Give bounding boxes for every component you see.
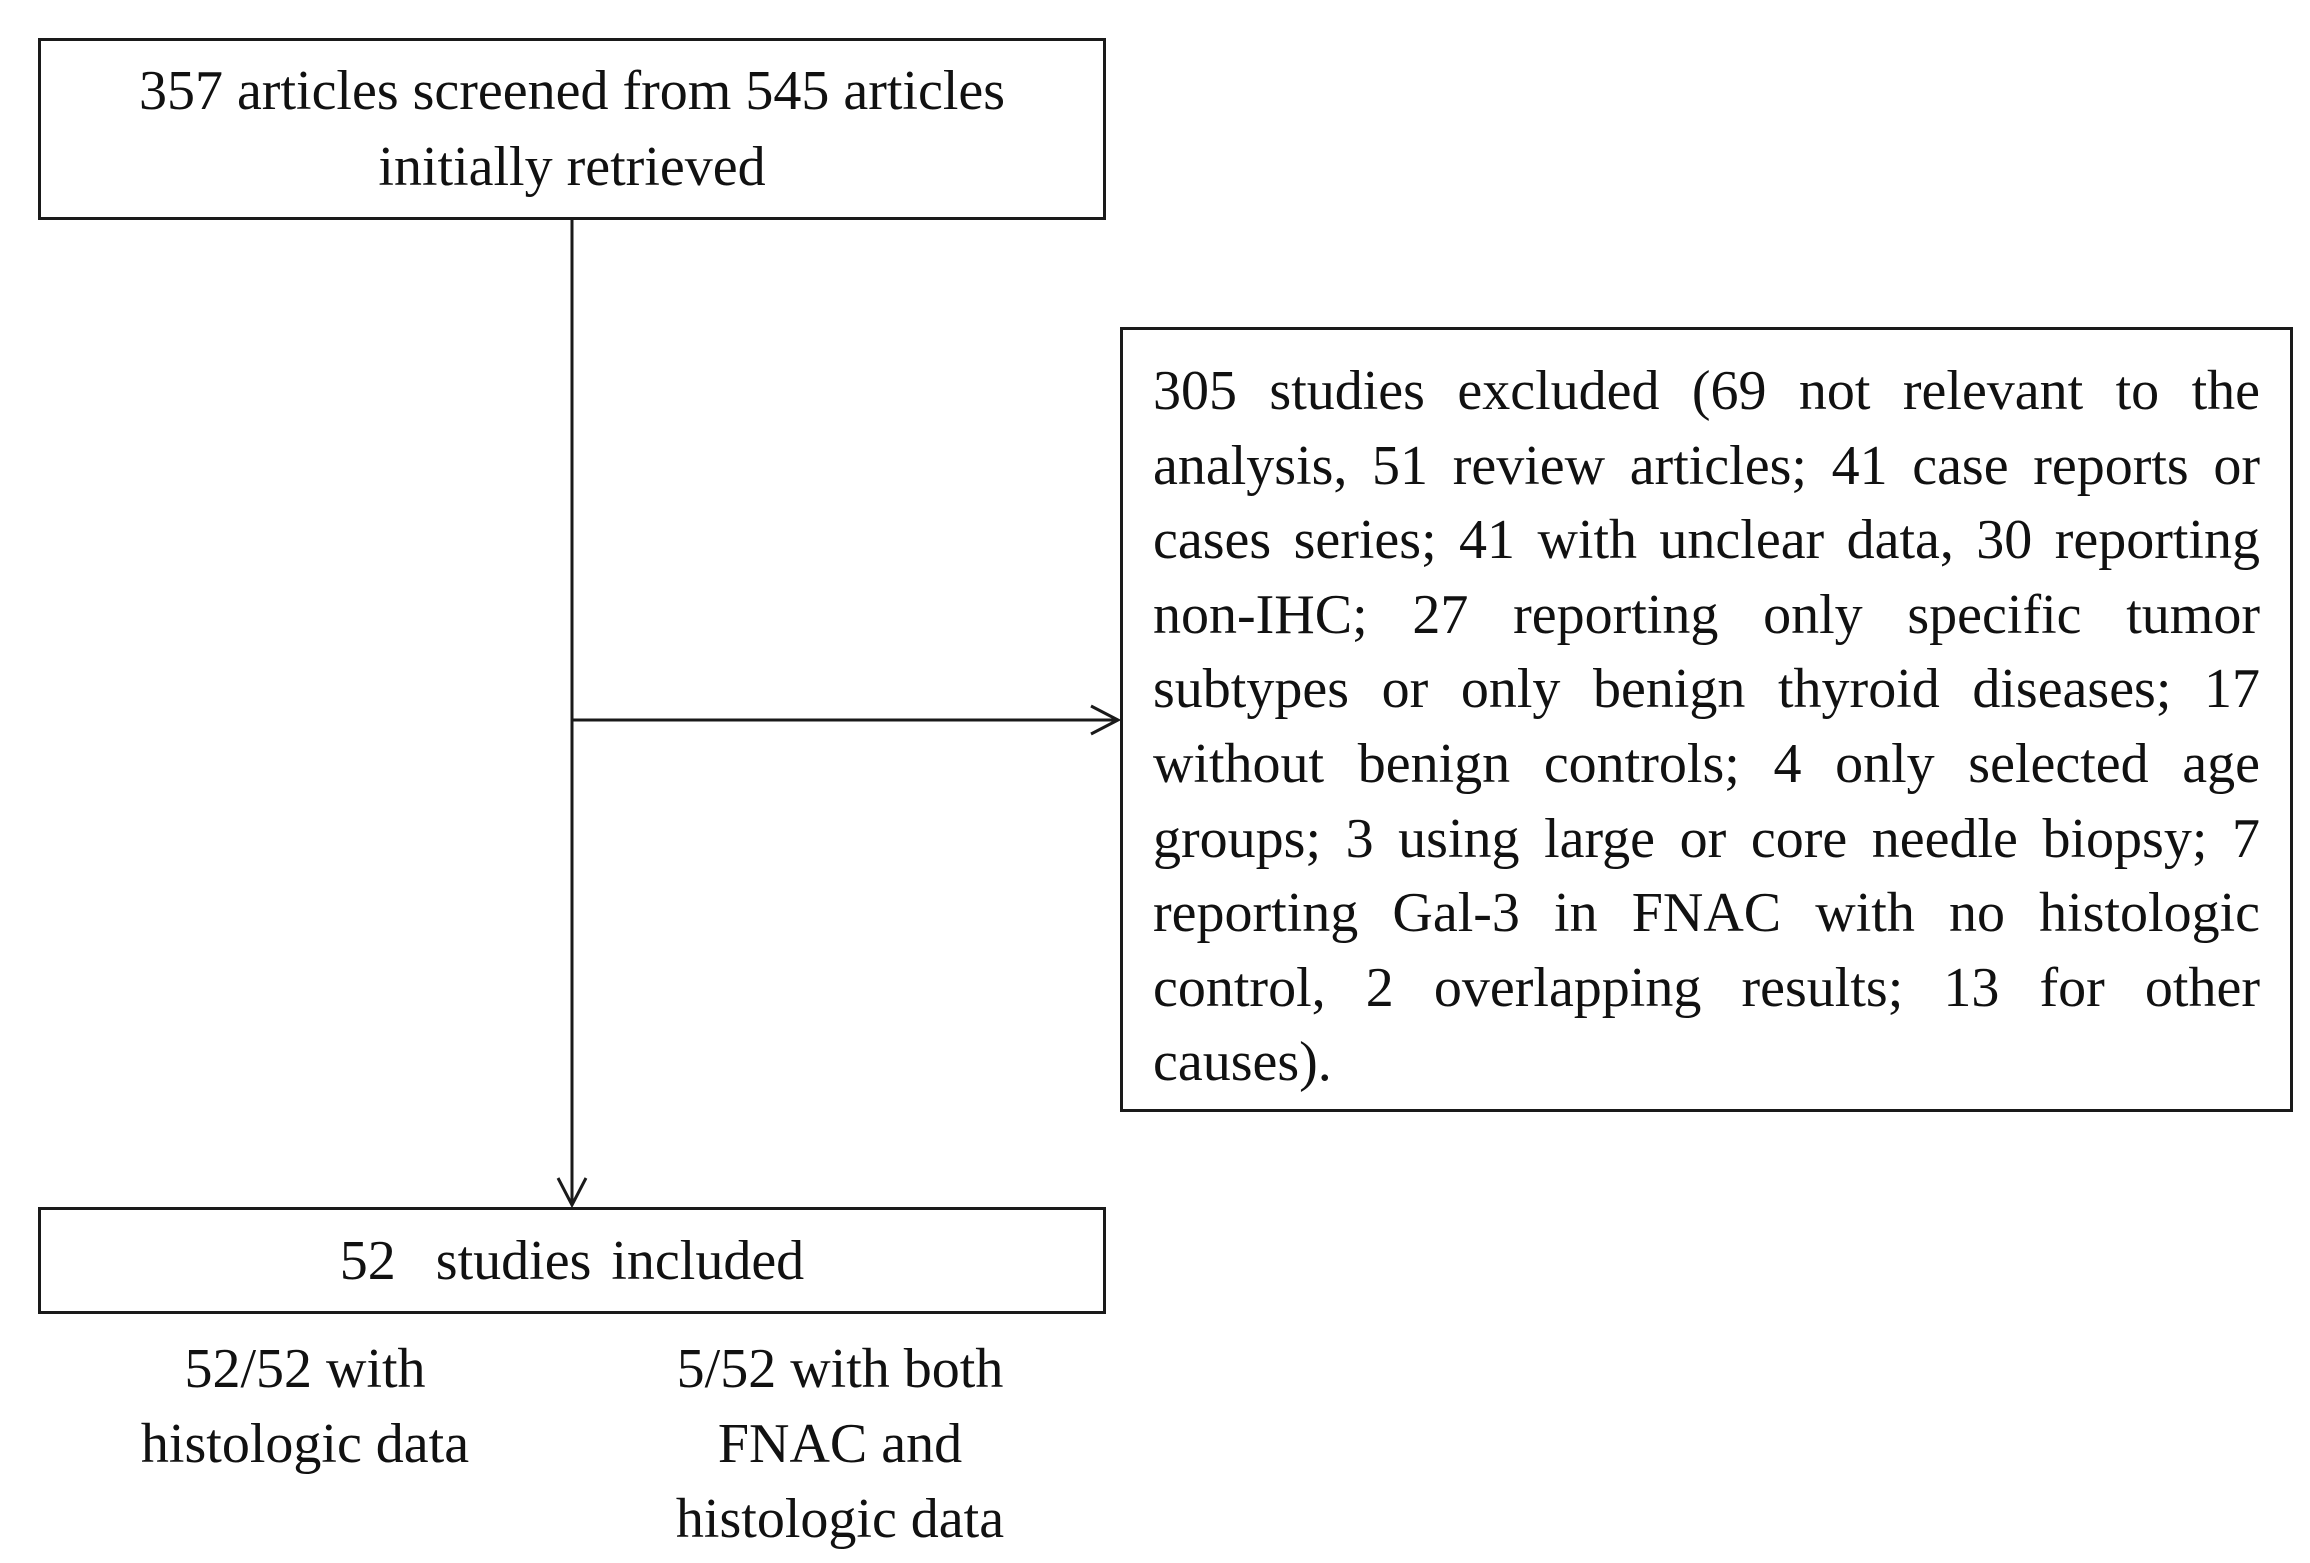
- branch-arrowhead: [1090, 704, 1122, 736]
- main-arrowhead: [556, 1177, 588, 1209]
- fnac-and-histologic-note: 5/52 with both FNAC and histologic data: [675, 1338, 1005, 1550]
- excluded-studies-text: 305 studies excluded (69 not relevant to…: [1153, 360, 2260, 1094]
- screened-articles-text: 357 articles screened from 545 articles …: [138, 60, 1006, 198]
- included-studies-text: 52 studies included: [339, 1229, 805, 1292]
- included-studies-box: 52 studies included: [38, 1207, 1106, 1314]
- screened-articles-box: 357 articles screened from 545 articles …: [38, 38, 1106, 220]
- excluded-studies-box: 305 studies excluded (69 not relevant to…: [1120, 327, 2293, 1112]
- histologic-data-note: 52/52 with histologic data: [140, 1338, 470, 1475]
